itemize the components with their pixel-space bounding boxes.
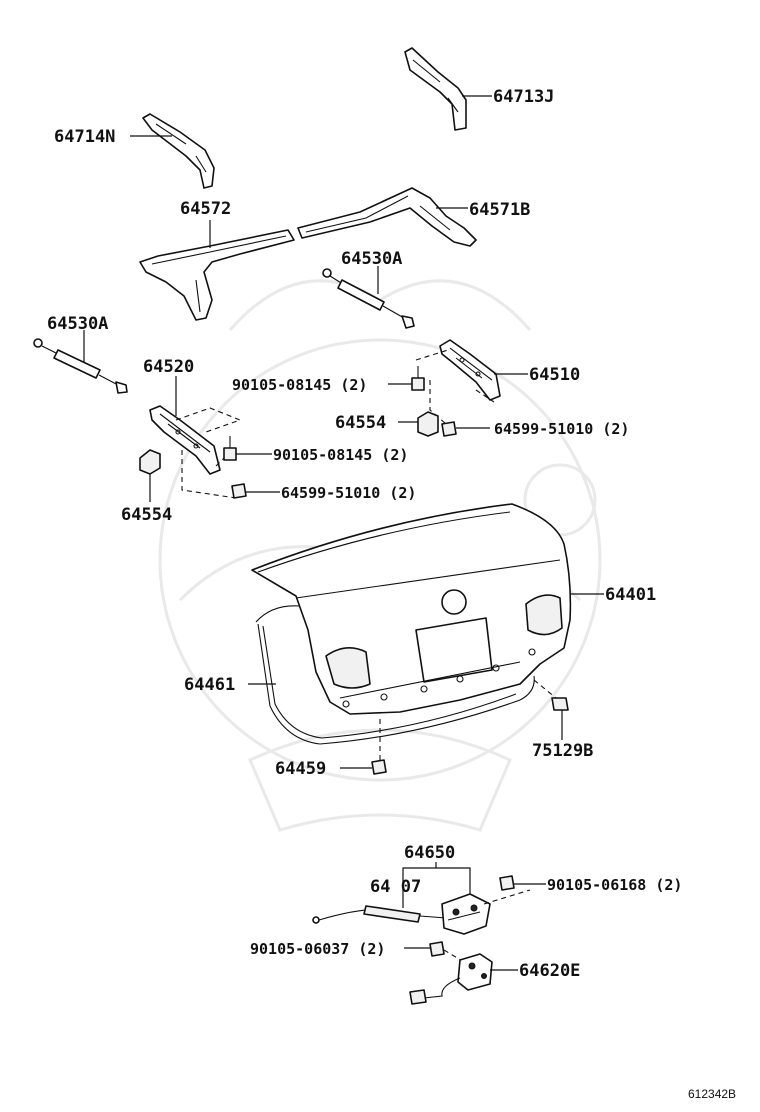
part-64459 <box>371 759 387 775</box>
part-64554-left <box>139 449 161 475</box>
part-64554-right <box>417 411 439 437</box>
part-64530A-left <box>33 338 128 394</box>
part-75129B <box>551 697 569 711</box>
part-90105-06168 <box>499 875 515 891</box>
part-64620E <box>409 953 493 1005</box>
part-64461 <box>255 605 535 745</box>
part-90105-06037 <box>429 941 445 957</box>
label-64713J: 64713J <box>493 87 554 107</box>
part-64401 <box>251 503 572 715</box>
label-64620E: 64620E <box>519 961 580 981</box>
label-64607: 64 07 <box>370 877 421 897</box>
reference-code: 612342B <box>688 1087 736 1101</box>
label-64554-right: 64554 <box>335 413 386 433</box>
label-64554-left: 64554 <box>121 505 172 525</box>
part-64530A-upper <box>322 268 415 329</box>
part-64520 <box>149 405 221 475</box>
label-64520: 64520 <box>143 357 194 377</box>
part-64510 <box>439 339 501 401</box>
part-64572 <box>139 229 295 321</box>
label-64530A-upper: 64530A <box>341 249 402 269</box>
part-64599-51010-left <box>231 483 247 499</box>
label-64571B: 64571B <box>469 200 530 220</box>
label-90105-08145-right: 90105-08145 (2) <box>232 376 367 394</box>
label-64599-51010-right: 64599-51010 (2) <box>494 420 629 438</box>
label-90105-06168: 90105-06168 (2) <box>547 876 682 894</box>
label-64461: 64461 <box>184 675 235 695</box>
part-64599-51010-right <box>441 421 457 437</box>
part-64714N <box>142 113 215 189</box>
part-64713J <box>404 47 467 131</box>
part-64650-cable <box>312 905 447 924</box>
label-75129B: 75129B <box>532 741 593 761</box>
label-90105-06037: 90105-06037 (2) <box>250 940 385 958</box>
label-64599-51010-left: 64599-51010 (2) <box>281 484 416 502</box>
label-64650: 64650 <box>404 843 455 863</box>
label-64510: 64510 <box>529 365 580 385</box>
label-64572: 64572 <box>180 199 231 219</box>
label-64401: 64401 <box>605 585 656 605</box>
part-90105-08145-left <box>223 436 237 461</box>
part-90105-08145-right <box>411 366 425 391</box>
label-64459: 64459 <box>275 759 326 779</box>
label-64714N: 64714N <box>54 127 115 147</box>
part-64650-latch <box>441 893 491 935</box>
label-64530A-left: 64530A <box>47 314 108 334</box>
part-64571B <box>297 187 477 247</box>
label-90105-08145-left: 90105-08145 (2) <box>273 446 408 464</box>
